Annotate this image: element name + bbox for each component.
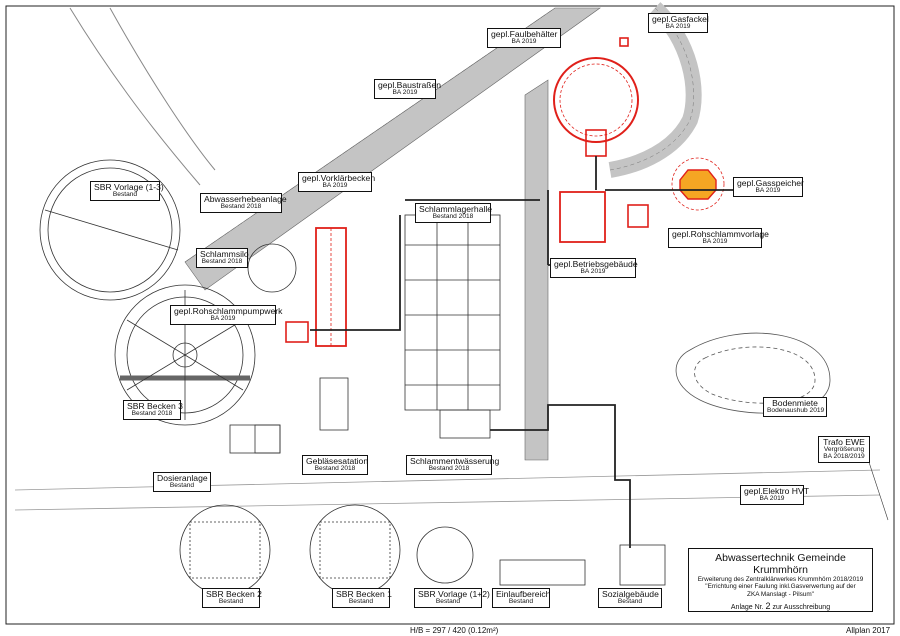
sbr-tanks-bottom — [179, 504, 474, 596]
vorklaerbecken-plan — [315, 227, 347, 347]
title-line-3: ZKA Manslagt - Pilsum" — [747, 590, 814, 598]
faulbehaelter-plan — [553, 57, 639, 157]
schlammlagerhalle-building — [404, 214, 501, 411]
gasfackel-plan — [619, 37, 629, 47]
title-block: Abwassertechnik Gemeinde Krummhörn Erwei… — [688, 548, 873, 612]
schlammsilo-tank — [247, 243, 297, 293]
sbr-vorlage-13-tank — [39, 159, 181, 301]
annex-suffix: zur Ausschreibung — [772, 604, 831, 612]
road-network — [14, 2, 881, 511]
scale-note: H/B = 297 / 420 (0.12m²) — [410, 626, 499, 635]
betriebsgebaeude-plan — [559, 191, 606, 243]
label-sbr-vorlage-13: SBR Vorlage (1-3)Bestand — [90, 181, 164, 201]
sbr-becken-3-tank — [114, 284, 256, 426]
annex-prefix: Anlage Nr. — [730, 604, 764, 612]
label-sbr-vorlage-12: SBR Vorlage (1+2)Bestand — [414, 588, 490, 608]
existing-buildings — [229, 377, 666, 586]
drawing-frame — [5, 5, 895, 625]
pipelines — [310, 156, 740, 548]
gasspeicher-plan — [671, 157, 725, 211]
title-heading: Abwassertechnik Gemeinde Krummhörn — [715, 552, 846, 576]
rohschlammvorlage-plan — [627, 204, 649, 228]
software-note: Allplan 2017 — [846, 626, 891, 635]
title-line-2: "Errichtung einer Faulung inkl.Gasverwer… — [705, 583, 856, 591]
title-line-1: Erweiterung des Zentralklärwerkes Krummh… — [697, 576, 864, 583]
annex-line: Anlage Nr. 2 zur Ausschreibung — [689, 601, 872, 611]
rohschlammpumpwerk-plan — [285, 321, 309, 343]
annex-number: 2 — [765, 601, 771, 612]
